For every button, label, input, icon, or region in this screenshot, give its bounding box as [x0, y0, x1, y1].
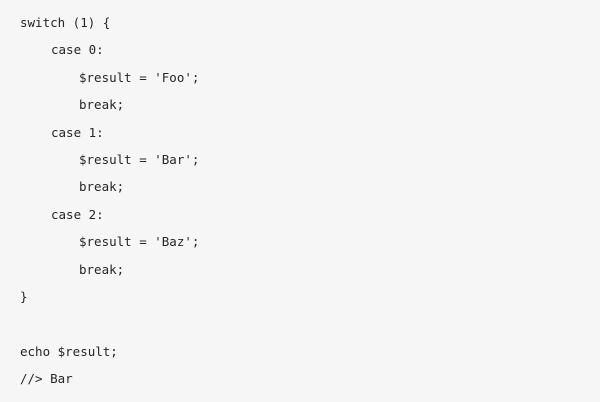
code-line-break: break; [79, 261, 125, 277]
code-line-result-foo: $result = 'Foo'; [79, 69, 200, 85]
code-line-result-bar: $result = 'Bar'; [79, 151, 200, 167]
code-line-break: break; [79, 179, 125, 195]
code-line-echo: echo $result; [20, 343, 118, 359]
code-line-case-1: case 1: [51, 124, 104, 140]
code-line-closing-brace: } [20, 288, 28, 304]
code-line-case-0: case 0: [51, 42, 104, 58]
code-line-blank [20, 314, 600, 341]
code-line-switch: switch (1) { [20, 15, 111, 30]
code-line-break: break; [79, 97, 125, 113]
code-line-comment: //> Bar [20, 371, 73, 387]
code-line-result-baz: $result = 'Baz'; [79, 234, 200, 250]
code-line-case-2: case 2: [51, 206, 104, 222]
